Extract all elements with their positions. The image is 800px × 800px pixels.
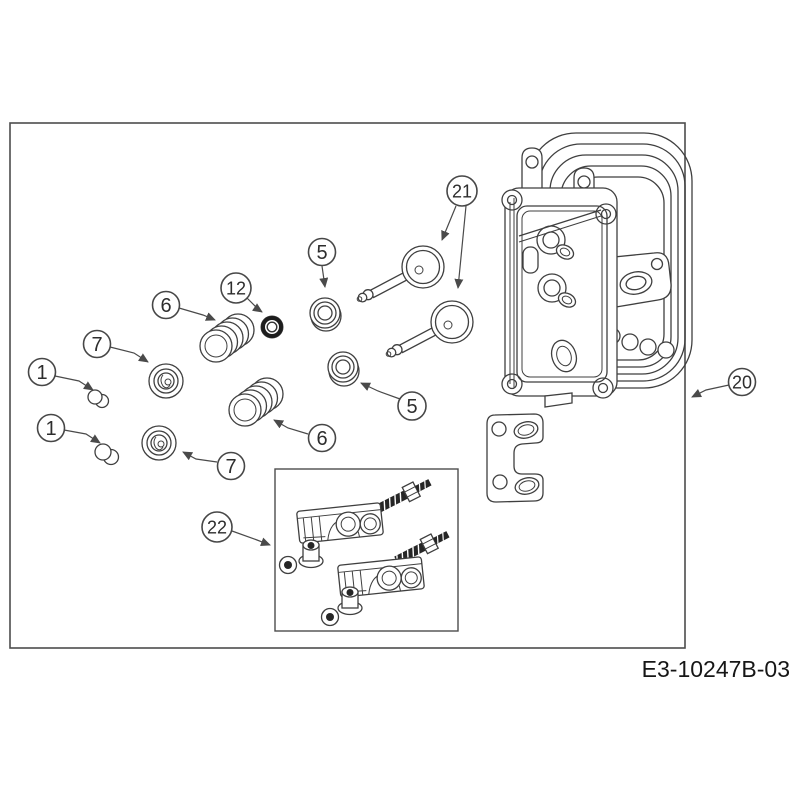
svg-text:12: 12 <box>226 278 246 298</box>
callouts: 1 1 7 7 6 6 12 5 <box>27 175 757 543</box>
valve-cap-bottom <box>94 443 120 466</box>
callout-20-highlighted[interactable]: 20 <box>727 367 757 397</box>
callout-1-top[interactable]: 1 <box>27 357 57 387</box>
svg-text:7: 7 <box>225 456 236 478</box>
svg-text:7: 7 <box>91 334 102 356</box>
rocker-pivot-nut-bottom <box>337 586 363 616</box>
drawing-number: E3-10247B-03 <box>642 656 790 682</box>
valve-head <box>401 245 445 289</box>
valve-stem-seal <box>260 315 284 339</box>
valve-spring-bottom <box>228 377 284 427</box>
rocker-arm-top <box>296 502 384 544</box>
callout-7-bottom[interactable]: 7 <box>216 451 246 481</box>
valve-intake <box>356 245 445 303</box>
svg-text:21: 21 <box>452 181 472 201</box>
spring-seat-bottom <box>327 351 360 387</box>
spring-seat-top <box>309 297 342 332</box>
svg-text:1: 1 <box>45 418 56 440</box>
svg-text:6: 6 <box>316 428 327 450</box>
rocker-kit-box <box>274 468 459 632</box>
cylinder-head-drawing <box>501 132 693 408</box>
spring-retainer-top <box>148 363 184 399</box>
callout-5-top[interactable]: 5 <box>307 237 337 267</box>
svg-text:1: 1 <box>36 362 47 384</box>
callout-7-top[interactable]: 7 <box>82 329 112 359</box>
callout-6-top[interactable]: 6 <box>151 290 181 320</box>
rocker-jam-nut-top <box>278 555 298 575</box>
valve-cap-top <box>87 389 110 409</box>
svg-text:5: 5 <box>316 242 327 264</box>
callout-1-bottom[interactable]: 1 <box>36 413 66 443</box>
head-front-face <box>501 147 618 408</box>
svg-text:20: 20 <box>732 372 752 392</box>
svg-text:6: 6 <box>160 295 171 317</box>
callout-6-bottom[interactable]: 6 <box>307 423 337 453</box>
callout-22[interactable]: 22 <box>201 511 233 543</box>
valve-head <box>430 300 474 344</box>
callout-5-bottom[interactable]: 5 <box>397 391 427 421</box>
rocker-jam-nut-bottom <box>320 607 340 627</box>
leader-lines <box>54 205 730 546</box>
head-gasket-plate <box>486 413 544 503</box>
callout-12[interactable]: 12 <box>220 272 252 304</box>
valve-spring-top <box>199 313 255 363</box>
svg-text:22: 22 <box>207 517 227 537</box>
rocker-pivot-nut-top <box>298 539 324 569</box>
callout-21[interactable]: 21 <box>446 175 478 207</box>
highlight-circle <box>727 367 757 397</box>
valve-exhaust <box>385 300 474 358</box>
spring-retainer-bottom <box>141 425 177 461</box>
svg-text:5: 5 <box>406 396 417 418</box>
